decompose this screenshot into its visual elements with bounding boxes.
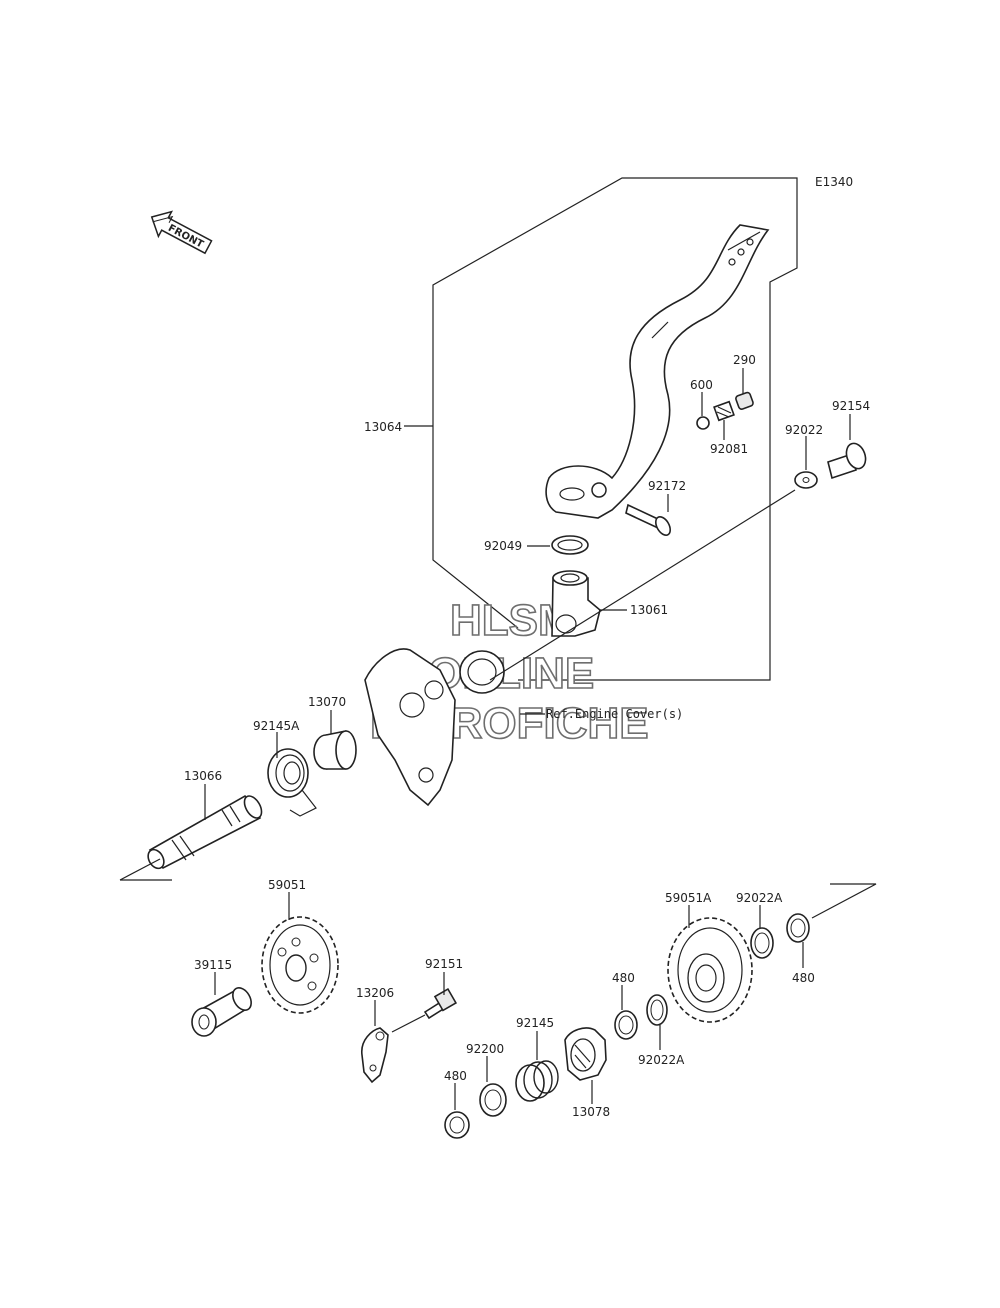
front-arrow-icon: FRONT bbox=[150, 210, 213, 255]
label-59051: 59051 bbox=[268, 878, 306, 892]
bolt-92172 bbox=[625, 503, 672, 536]
label-13070: 13070 bbox=[308, 695, 346, 709]
label-92145A: 92145A bbox=[253, 719, 300, 733]
label-92151: 92151 bbox=[425, 957, 463, 971]
label-92022A-upper: 92022A bbox=[736, 891, 783, 905]
label-13061: 13061 bbox=[630, 603, 668, 617]
reference-note: Ref.Engine Cover(s) bbox=[546, 707, 683, 721]
washer-92022A-upper bbox=[750, 927, 774, 959]
plug-290 bbox=[735, 391, 754, 410]
label-92081: 92081 bbox=[710, 442, 748, 456]
bolt-92151 bbox=[423, 987, 458, 1020]
label-92172: 92172 bbox=[648, 479, 686, 493]
seal-92049 bbox=[551, 535, 589, 555]
label-92154: 92154 bbox=[832, 399, 870, 413]
label-92200: 92200 bbox=[466, 1042, 504, 1056]
washer-92022A-lower bbox=[646, 994, 668, 1026]
guide-13206 bbox=[361, 1027, 389, 1084]
gear-59051 bbox=[261, 916, 339, 1014]
kick-shaft-13066 bbox=[147, 794, 263, 870]
part-labels: 13064 290 600 92081 92154 92022 92172 92… bbox=[184, 353, 870, 1119]
label-600: 600 bbox=[690, 378, 713, 392]
label-480-right: 480 bbox=[792, 971, 815, 985]
label-59051A: 59051A bbox=[665, 891, 712, 905]
label-92022A-lower: 92022A bbox=[638, 1053, 685, 1067]
kick-pedal-lever bbox=[545, 224, 770, 519]
label-92049: 92049 bbox=[484, 539, 522, 553]
collar-39115 bbox=[191, 987, 252, 1037]
gear-59051A bbox=[667, 917, 753, 1023]
circlip-480-left bbox=[444, 1111, 470, 1139]
label-13078: 13078 bbox=[572, 1105, 610, 1119]
label-39115: 39115 bbox=[194, 958, 232, 972]
spring-92081 bbox=[713, 400, 735, 422]
circlip-480-middle bbox=[614, 1010, 638, 1040]
collar-13070 bbox=[313, 730, 357, 770]
svg-text:ONLINE: ONLINE bbox=[428, 649, 594, 698]
label-13064: 13064 bbox=[364, 420, 402, 434]
diagram-code: E1340 bbox=[815, 175, 853, 189]
ball-600 bbox=[696, 416, 710, 430]
engine-cover bbox=[364, 648, 456, 807]
spring-92145A bbox=[267, 748, 317, 817]
label-92145: 92145 bbox=[516, 1016, 554, 1030]
label-480-left: 480 bbox=[444, 1069, 467, 1083]
label-13206: 13206 bbox=[356, 986, 394, 1000]
label-13066: 13066 bbox=[184, 769, 222, 783]
spring-92145 bbox=[515, 1060, 559, 1102]
leader-lines bbox=[204, 368, 851, 1110]
assembly-bracket bbox=[404, 177, 798, 681]
kick-gear-13078 bbox=[564, 1027, 607, 1081]
cover-seal bbox=[459, 650, 505, 694]
kick-boss-13061 bbox=[551, 570, 601, 637]
label-92022: 92022 bbox=[785, 423, 823, 437]
bolt-92154 bbox=[827, 442, 867, 480]
washer-92200 bbox=[479, 1083, 507, 1117]
label-290: 290 bbox=[733, 353, 756, 367]
circlip-480-right bbox=[786, 913, 810, 943]
label-480-middle: 480 bbox=[612, 971, 635, 985]
